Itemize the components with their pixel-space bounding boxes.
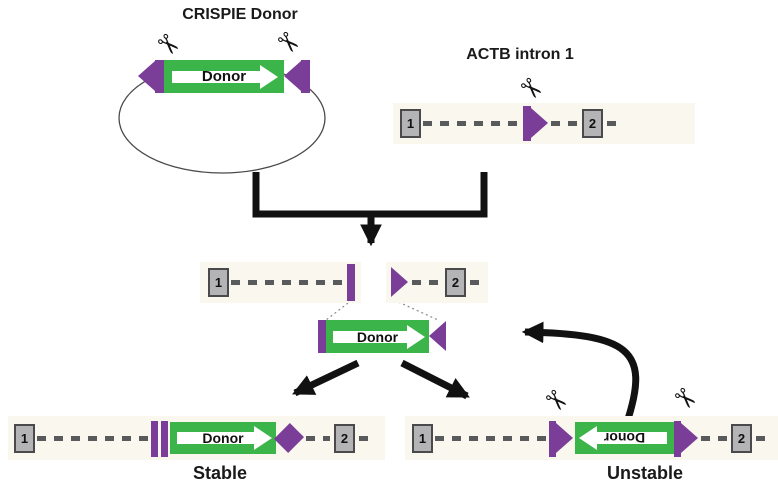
dna-dashes	[306, 436, 330, 441]
cut-locus-left-strand: 1	[200, 262, 361, 303]
unstable-integration-strand: 1 Donor 2	[405, 416, 778, 460]
dna-dashes	[359, 436, 371, 441]
scissors-icon: ✂	[269, 24, 307, 62]
exon-box: 2	[731, 424, 752, 453]
exon-box: 2	[445, 268, 466, 297]
donor-label: Donor	[201, 68, 247, 85]
donor-arrow-icon	[177, 426, 272, 450]
donor-label: Donor	[202, 430, 244, 446]
junction-triangle-icon	[556, 423, 573, 453]
itr-triangle-icon	[284, 61, 301, 91]
junction-bar	[549, 421, 556, 457]
junction-triangle-icon	[681, 423, 698, 453]
excised-donor-cassette: Donor	[318, 320, 446, 353]
junction-bar	[674, 421, 681, 457]
crispie-donor-title: CRISPIE Donor	[182, 6, 298, 23]
donor-box-inner: Donor	[326, 320, 429, 353]
actb-intron-title: ACTB intron 1	[466, 46, 574, 63]
dna-dashes	[756, 436, 770, 441]
cut-end-bar	[347, 264, 355, 301]
insert-connector-right	[393, 299, 439, 321]
junction-diamond-icon	[274, 423, 304, 453]
dna-dashes	[607, 121, 618, 126]
dna-dashes	[470, 280, 482, 285]
dna-dashes	[435, 436, 547, 441]
exon-box: 1	[412, 424, 433, 453]
scissors-icon: ✂	[666, 380, 704, 418]
donor-box: Donor	[326, 320, 429, 353]
split-arrow-left	[292, 359, 360, 397]
split-arrow-right	[400, 359, 470, 400]
exon-box: 2	[334, 424, 355, 453]
donor-arrow-icon	[333, 324, 425, 349]
dna-dashes	[412, 280, 443, 285]
itr-bar	[318, 320, 326, 353]
donor-label: Donor	[603, 430, 646, 446]
cut-locus-right-strand: 2	[386, 262, 488, 303]
itr-triangle-icon	[429, 321, 446, 351]
donor-box-inner: Donor	[170, 422, 276, 454]
exon-box: 1	[208, 268, 229, 297]
actb-locus-strand: 1 2	[393, 103, 695, 144]
dna-dashes	[231, 280, 344, 285]
itr-triangle-icon	[138, 61, 155, 91]
donor-arrow-icon	[172, 64, 279, 89]
target-site-bar	[523, 106, 531, 141]
exon-box: 1	[400, 109, 421, 138]
stable-label: Stable	[192, 463, 248, 483]
exon-box: 2	[582, 109, 603, 138]
dna-dashes	[701, 436, 727, 441]
crispie-donor-cassette: Donor	[138, 60, 312, 93]
stable-integration-strand: 1 Donor 2	[8, 416, 385, 460]
donor-box-inner: Donor	[164, 60, 284, 93]
exon-box: 1	[14, 424, 35, 453]
unstable-label: Unstable	[606, 463, 684, 483]
donor-label: Donor	[356, 328, 399, 345]
cut-end-triangle-icon	[391, 267, 408, 297]
itr-bar	[155, 60, 164, 93]
dna-dashes	[37, 436, 149, 441]
junction-bar	[161, 421, 168, 457]
donor-box: Donor	[170, 422, 276, 454]
donor-box-inverted: Donor	[575, 422, 674, 454]
dna-dashes	[423, 121, 523, 126]
dna-dashes	[551, 121, 578, 126]
target-site-triangle-icon	[531, 108, 548, 138]
merge-bracket	[252, 172, 488, 218]
donor-box-inner: Donor	[575, 422, 674, 454]
itr-bar	[301, 60, 310, 93]
insert-connector-left	[325, 299, 353, 321]
junction-bar	[151, 421, 158, 457]
donor-box: Donor	[164, 60, 284, 93]
